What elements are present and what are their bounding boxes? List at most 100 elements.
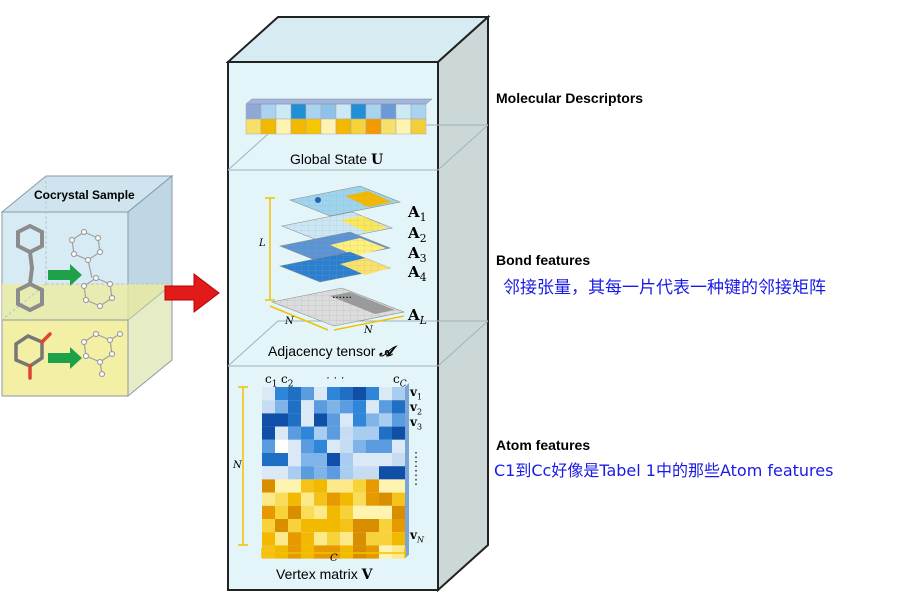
vertex-cell (275, 519, 288, 533)
slice-L (270, 287, 406, 327)
vertex-cell (327, 532, 340, 546)
vertex-cell (353, 400, 366, 414)
vertex-cell (314, 479, 327, 493)
vertex-cell (353, 545, 366, 559)
vertex-cell (288, 413, 301, 427)
vertex-cell (275, 453, 288, 467)
vertex-cell (353, 413, 366, 427)
vertex-cell (392, 545, 405, 559)
green-arrow-1-icon (48, 264, 82, 286)
vertex-cell (392, 466, 405, 480)
vertex-cell (327, 466, 340, 480)
vertex-cell (301, 413, 314, 427)
vertex-cell (262, 439, 275, 453)
vertex-cell (288, 400, 301, 414)
vertex-cell (366, 505, 379, 519)
vertex-cell (327, 426, 340, 440)
vertex-cell (275, 400, 288, 414)
vertex-cell (262, 453, 275, 467)
vertex-cell (366, 426, 379, 440)
vertex-cell (275, 439, 288, 453)
global-state-caption: Global State U (290, 151, 384, 168)
vertex-cell (288, 426, 301, 440)
vertex-cell (353, 466, 366, 480)
vertex-cell (327, 453, 340, 467)
vertex-cell (366, 466, 379, 480)
slice-dots: ...... (332, 287, 353, 301)
vertex-cell (314, 545, 327, 559)
vertex-matrix (262, 383, 409, 559)
vertex-cell (301, 519, 314, 533)
gs-top-cell (305, 103, 322, 120)
slice-label-4: A4 (408, 263, 427, 284)
vertex-cell (392, 479, 405, 493)
vertex-cell (353, 439, 366, 453)
gs-top-cell (350, 103, 367, 120)
vertex-cell (379, 426, 392, 440)
slice-label-L: AL (408, 306, 427, 327)
vertex-cell (392, 439, 405, 453)
vertex-cell (314, 505, 327, 519)
vertex-cell (275, 545, 288, 559)
vertex-cell (262, 519, 275, 533)
vertex-cell (379, 545, 392, 559)
vertex-cell (340, 505, 353, 519)
vertex-cell (288, 466, 301, 480)
vertex-cell (262, 387, 275, 401)
slice-label-3: A3 (408, 244, 427, 265)
gs-bottom-cell (260, 118, 277, 135)
vertex-cell (314, 413, 327, 427)
vertex-cell (340, 532, 353, 546)
vertex-cell (314, 492, 327, 506)
vertex-cell (288, 387, 301, 401)
vertex-cell (275, 387, 288, 401)
vertex-cell (262, 400, 275, 414)
global-state-bar (245, 98, 433, 135)
gs-bottom-cell (395, 118, 412, 135)
gs-top-cell (395, 103, 412, 120)
vertex-cell (301, 466, 314, 480)
vertex-cell (327, 413, 340, 427)
vertex-cell (340, 492, 353, 506)
vertex-cell (379, 413, 392, 427)
gs-top-cell (365, 103, 382, 120)
gs-top-face (245, 98, 433, 105)
vertex-cell (392, 400, 405, 414)
gs-bottom-cell (290, 118, 307, 135)
vertex-cell (340, 519, 353, 533)
vertex-cell (288, 453, 301, 467)
vertex-cell (275, 426, 288, 440)
vertex-axis-N: N (233, 460, 242, 471)
vertex-cell (340, 453, 353, 467)
axis-N1-label: N (285, 316, 294, 327)
vertex-cell (379, 479, 392, 493)
vertex-side-face (405, 383, 409, 559)
vertex-cell (301, 545, 314, 559)
vertex-cell (327, 505, 340, 519)
vertex-cell (275, 479, 288, 493)
vertex-cell (353, 426, 366, 440)
slice-3 (278, 231, 392, 263)
molecular-descriptors-label: Molecular Descriptors (496, 90, 644, 106)
vertex-cell (314, 400, 327, 414)
gs-bottom-cell (365, 118, 382, 135)
vertex-cell (366, 479, 379, 493)
vertex-cell (301, 400, 314, 414)
molecule-4-icon (80, 330, 124, 378)
gs-bottom-cell (410, 118, 427, 135)
vertex-cell (288, 492, 301, 506)
vertex-cell (379, 387, 392, 401)
vertex-cell (288, 532, 301, 546)
gs-bottom-cell (335, 118, 352, 135)
vertex-cell (301, 505, 314, 519)
vertex-cell (314, 532, 327, 546)
gs-bottom-cell (380, 118, 397, 135)
vertex-cell (275, 466, 288, 480)
vertex-cell (392, 413, 405, 427)
vertex-cell (353, 532, 366, 546)
vertex-cell (301, 387, 314, 401)
adjacency-slices (265, 185, 406, 331)
atom-features-note: C1到Cc好像是Tabel 1中的那些Atom features (494, 461, 834, 480)
gs-top-cell (320, 103, 337, 120)
vertex-cell (392, 387, 405, 401)
